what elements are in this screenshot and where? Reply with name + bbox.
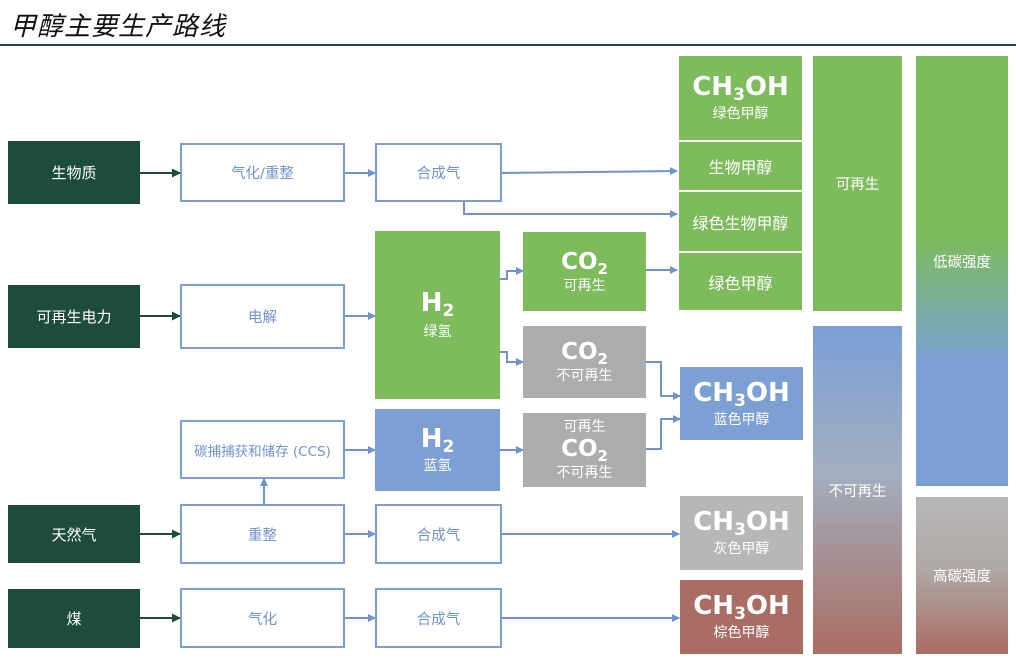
- source-renewable-power: 可再生电力: [8, 285, 140, 348]
- methanol-formula: CH3OH: [693, 507, 790, 540]
- co2-non-renewable: CO2 不可再生: [523, 326, 646, 398]
- bar-low-carbon-label: 低碳强度: [933, 254, 991, 271]
- methanol-bio: 生物甲醇: [679, 142, 802, 190]
- h2-formula: H2: [420, 288, 455, 321]
- edge-co2nonrenew-bluemeoh: [646, 361, 681, 400]
- green-hydrogen-label: 绿氢: [423, 324, 452, 340]
- process-reforming: 重整: [180, 504, 345, 564]
- methanol-green: 绿色甲醇: [679, 253, 802, 310]
- process-ccs: 碳捕捕获和储存 (CCS): [180, 420, 345, 479]
- process-gasification: 气化: [180, 588, 345, 648]
- edge-co2ccs-bluemeoh: [646, 415, 681, 450]
- bar-low-carbon: [916, 56, 1008, 486]
- methanol-formula: CH3OH: [692, 72, 789, 105]
- methanol-green-label: 绿色甲醇: [712, 106, 769, 122]
- page-title: 甲醇主要生产路线: [10, 12, 227, 42]
- process-syngas-1: 合成气: [375, 143, 502, 202]
- methanol-green-bio: 绿色生物甲醇: [679, 192, 802, 251]
- process-electrolysis: 电解: [180, 284, 345, 349]
- edge-syngas-greenmeoh: [501, 167, 678, 176]
- edge-h2-co2nonrenew: [500, 351, 524, 366]
- bar-high-carbon: [916, 497, 1008, 654]
- methanol-gray-label: 灰色甲醇: [713, 541, 770, 557]
- co2-renewable: CO2 可再生: [523, 232, 646, 311]
- source-biomass: 生物质: [8, 141, 140, 204]
- edge-h2-co2renew: [500, 267, 524, 280]
- process-syngas-3: 合成气: [375, 588, 502, 648]
- methanol-green-top: CH3OH 绿色甲醇: [679, 56, 802, 140]
- title-divider: [0, 44, 1016, 46]
- process-gasify-reform: 气化/重整: [180, 143, 345, 202]
- methanol-formula: CH3OH: [693, 377, 790, 411]
- co2-non-renewable-label: 不可再生: [556, 368, 613, 384]
- green-hydrogen: H2 绿氢: [375, 231, 500, 399]
- bar-renewable: 可再生: [813, 56, 902, 311]
- blue-hydrogen: H2 蓝氢: [375, 409, 500, 491]
- methanol-blue: CH3OH 蓝色甲醇: [680, 367, 803, 440]
- process-syngas-2: 合成气: [375, 504, 502, 564]
- source-coal: 煤: [8, 589, 140, 648]
- co2-ccs-bottom-label: 不可再生: [556, 465, 613, 481]
- co2-formula: CO2: [561, 436, 608, 465]
- methanol-formula: CH3OH: [693, 591, 790, 624]
- source-natural-gas: 天然气: [8, 505, 140, 563]
- methanol-brown-label: 棕色甲醇: [713, 625, 770, 641]
- co2-ccs: 可再生 CO2 不可再生: [523, 413, 646, 487]
- blue-hydrogen-label: 蓝氢: [423, 458, 452, 474]
- methanol-brown: CH3OH 棕色甲醇: [680, 580, 803, 654]
- co2-formula: CO2: [561, 248, 608, 278]
- methanol-gray: CH3OH 灰色甲醇: [680, 496, 803, 570]
- co2-ccs-top-label: 可再生: [563, 419, 606, 435]
- bar-high-carbon-label: 高碳强度: [933, 569, 991, 585]
- co2-formula: CO2: [561, 339, 608, 368]
- bar-non-renewable-label: 不可再生: [828, 483, 887, 500]
- methanol-blue-label: 蓝色甲醇: [713, 411, 770, 428]
- bar-non-renewable: [813, 326, 902, 654]
- h2-formula: H2: [420, 424, 455, 457]
- co2-renewable-label: 可再生: [563, 277, 606, 294]
- edge-syngas-greenbio: [463, 202, 678, 218]
